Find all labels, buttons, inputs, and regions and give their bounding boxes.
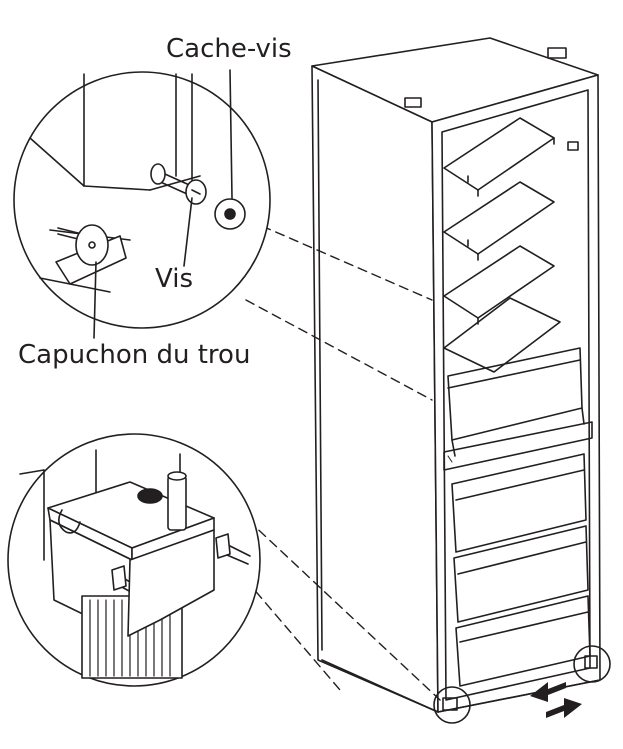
upper-detail-magnifier <box>13 69 271 339</box>
label-screw-cover: Cache-vis <box>166 34 292 64</box>
front-left-foot-detail <box>433 686 471 724</box>
fridge-shelves <box>443 117 561 373</box>
label-screw: Vis <box>155 264 193 294</box>
freezer-drawers <box>451 453 591 687</box>
compartment-divider <box>443 421 593 471</box>
lower-detail-magnifier <box>7 433 261 687</box>
crisper-drawer <box>447 347 585 457</box>
double-arrow-icon <box>530 682 582 718</box>
label-hole-cap: Capuchon du trou <box>18 340 251 370</box>
front-right-foot-detail <box>573 645 611 683</box>
leader-lines <box>245 225 441 701</box>
